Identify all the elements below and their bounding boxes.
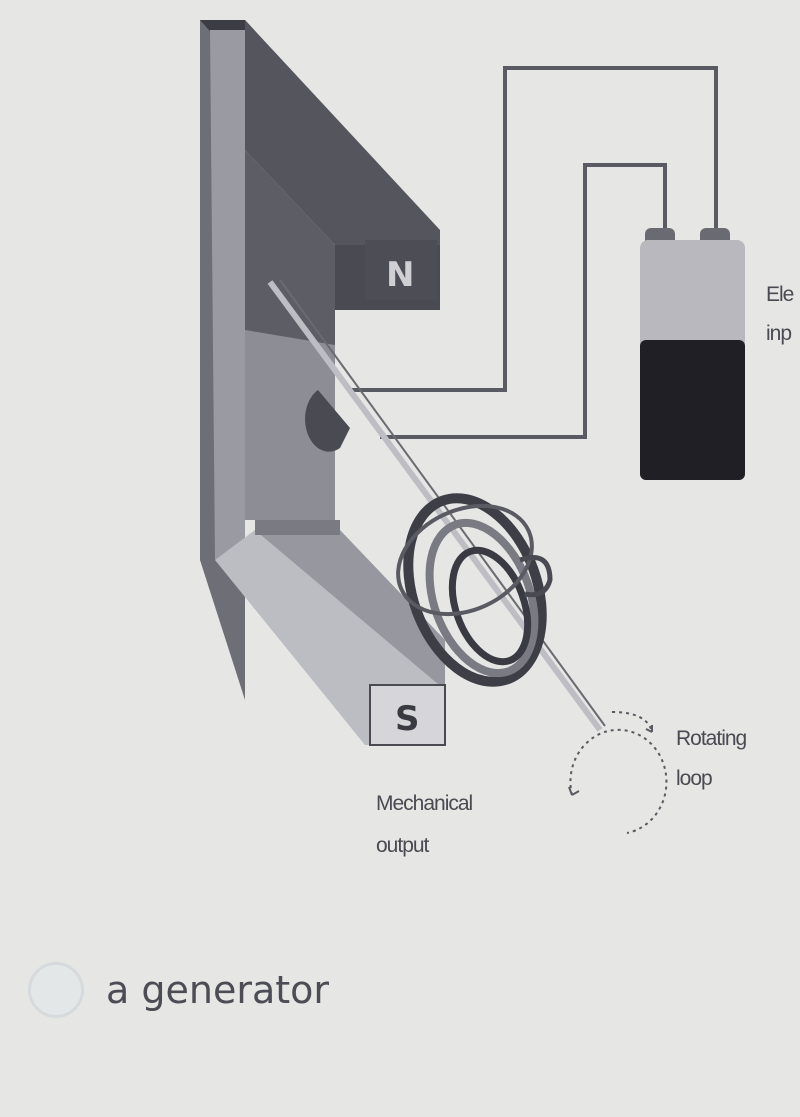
radio-button[interactable] (28, 962, 84, 1018)
answer-option-generator[interactable]: a generator (28, 962, 329, 1018)
south-pole-label: S (395, 699, 420, 739)
rotating-loop-label-line2: loop (676, 767, 712, 790)
rotation-arrow (568, 711, 668, 834)
mechanical-output-label-line2: output (376, 834, 430, 857)
answer-option-label: a generator (106, 968, 330, 1012)
north-pole-face (365, 240, 437, 300)
horseshoe-magnet: N S (200, 20, 446, 746)
rotating-loop-assembly (267, 279, 606, 732)
circuit-wires (350, 66, 718, 439)
rotating-loop-label-line1: Rotating (676, 727, 747, 750)
battery-label-line2: inp (766, 322, 791, 345)
south-pole-face (369, 684, 446, 746)
motor-diagram: N S Ele inp Rotating loop Mechanical out… (200, 20, 795, 857)
mechanical-output-label-line1: Mechanical (376, 792, 473, 815)
north-pole-label: N (386, 255, 414, 295)
battery (640, 228, 745, 480)
battery-label-line1: Ele (766, 283, 794, 306)
